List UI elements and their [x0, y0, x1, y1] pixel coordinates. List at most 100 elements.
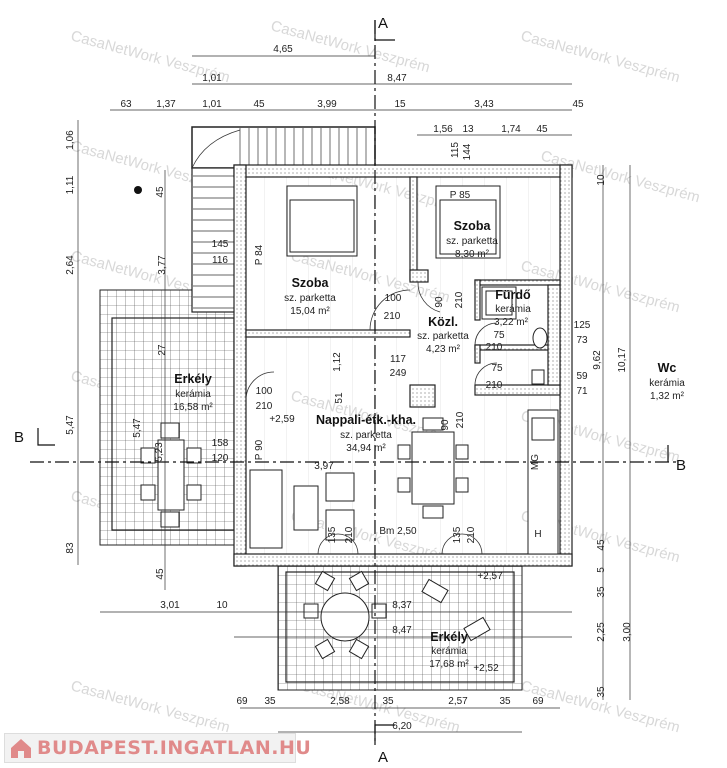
annotation-label: H	[534, 529, 541, 540]
room-wc: Wc kerámia 1,32 m²	[649, 361, 685, 402]
annotation-label: MG	[530, 454, 541, 470]
room-area: 15,04 m²	[290, 306, 330, 317]
room-furdo: Fürdő kerámia 3,22 m²	[494, 288, 531, 328]
dimension-label: 69	[236, 696, 248, 707]
room-area: 16,58 m²	[173, 402, 213, 413]
annotation-label: 249	[390, 368, 407, 379]
dimension-label: 2,57	[448, 696, 468, 707]
dimension-label: 10	[216, 600, 228, 611]
room-floor: kerámia	[495, 304, 531, 315]
dimension-label: 13	[462, 124, 474, 135]
room-name: Szoba	[292, 276, 330, 290]
room-nappali: Nappali-étk.-kha. sz. parketta 34,94 m²	[316, 413, 416, 454]
dimension-label: 1,56	[433, 124, 453, 135]
dimension-label: 5,23	[154, 442, 165, 462]
dimension-label: 116	[212, 255, 228, 266]
interior-floor	[234, 165, 572, 566]
dimension-label: 9,62	[592, 350, 603, 370]
dimension-label: 27	[157, 344, 168, 356]
annotation-label: 210	[486, 342, 503, 353]
dimension-label: 10	[596, 174, 607, 186]
room-floor: kerámia	[649, 378, 685, 389]
door-swings	[245, 281, 498, 555]
dimension-label: 59	[576, 371, 588, 382]
dimension-label: 45	[596, 539, 607, 551]
annotation-label: 210	[344, 526, 355, 543]
room-name: Erkély	[174, 372, 212, 386]
annotation-label: 75	[493, 330, 505, 341]
dimension-label: 2,64	[65, 255, 76, 275]
section-lines	[30, 20, 680, 745]
walls	[233, 164, 573, 567]
room-floor: sz. parketta	[446, 236, 498, 247]
room-name: Wc	[658, 361, 677, 375]
dimension-label: 35	[596, 586, 607, 598]
room-floor: sz. parketta	[340, 430, 392, 441]
dimension-label: 15	[394, 99, 406, 110]
dimension-label: 45	[253, 99, 265, 110]
dimension-label: 3,00	[622, 622, 633, 642]
annotation-label: 135	[327, 526, 338, 543]
annotation-label: +2,59	[269, 414, 295, 425]
dimension-label: 69	[532, 696, 544, 707]
dimension-label: 5,47	[132, 418, 143, 438]
dimension-label: 1,11	[65, 175, 76, 194]
dimension-label: 73	[576, 335, 588, 346]
annotation-label: 1,12	[332, 352, 343, 372]
room-name: Nappali-étk.-kha.	[316, 413, 416, 427]
watermark-text: CasaNetWork Veszprém	[269, 17, 432, 76]
dimension-label: 144	[462, 143, 473, 160]
dimension-label: 3,01	[160, 600, 180, 611]
annotation-label: 100	[385, 293, 402, 304]
room-erkely-left: Erkély kerámia 16,58 m²	[173, 372, 213, 413]
room-kozl: Közl. sz. parketta 4,23 m²	[417, 315, 469, 355]
dimension-label: 6,20	[392, 721, 412, 732]
room-area: 4,23 m²	[426, 344, 461, 355]
dimension-label: 2,58	[330, 696, 350, 707]
dimension-label: 35	[596, 686, 607, 698]
annotation-label: 51	[334, 392, 345, 404]
room-name: Fürdő	[495, 288, 531, 302]
dimension-label: 1,01	[202, 99, 222, 110]
dimension-label: 1,74	[501, 124, 521, 135]
annotation-label: 210	[454, 291, 465, 308]
room-area: 8,30 m²	[455, 249, 490, 260]
annotation-label: P 84	[254, 244, 265, 265]
annotation-label: P 90	[254, 439, 265, 460]
annotation-label: 100	[256, 386, 273, 397]
dimension-label: 5	[596, 567, 607, 573]
dimension-label: 35	[382, 696, 394, 707]
annotation-label: 90	[440, 419, 451, 431]
site-logo[interactable]: BUDAPEST.INGATLAN.HU	[4, 733, 311, 763]
dimension-label: 158	[212, 438, 229, 449]
room-floor: sz. parketta	[417, 331, 469, 342]
dimension-label: 63	[120, 99, 132, 110]
room-floor: kerámia	[431, 646, 467, 657]
annotation-label: 117	[390, 354, 406, 365]
dimension-label: 1,37	[156, 99, 176, 110]
bottom-balcony-railing	[285, 571, 515, 683]
dimension-label: 3,43	[474, 99, 494, 110]
room-name: Erkély	[430, 630, 468, 644]
annotation-label: +2,52	[473, 663, 499, 674]
annotation-label: 210	[466, 526, 477, 543]
dimension-label: 145	[212, 239, 229, 250]
dimension-label: 1,06	[65, 130, 76, 150]
room-area: 1,32 m²	[650, 391, 685, 402]
annotation-label: 210	[455, 411, 466, 428]
dimension-label: 8,37	[392, 600, 412, 611]
staircase	[134, 126, 376, 313]
dimension-label: 125	[574, 320, 591, 331]
section-label-b-right: B	[676, 457, 686, 474]
room-erkely-bottom: Erkély kerámia 17,68 m²	[429, 630, 469, 670]
dimension-label: 8,47	[392, 625, 412, 636]
annotation-label: +2,57	[477, 571, 503, 582]
watermark-text: CasaNetWork Veszprém	[519, 27, 682, 86]
dimension-label: 10,17	[617, 347, 628, 372]
dimension-label: 4,65	[273, 44, 293, 55]
annotation-label: 135	[452, 526, 463, 543]
annotation-label: 210	[256, 401, 273, 412]
